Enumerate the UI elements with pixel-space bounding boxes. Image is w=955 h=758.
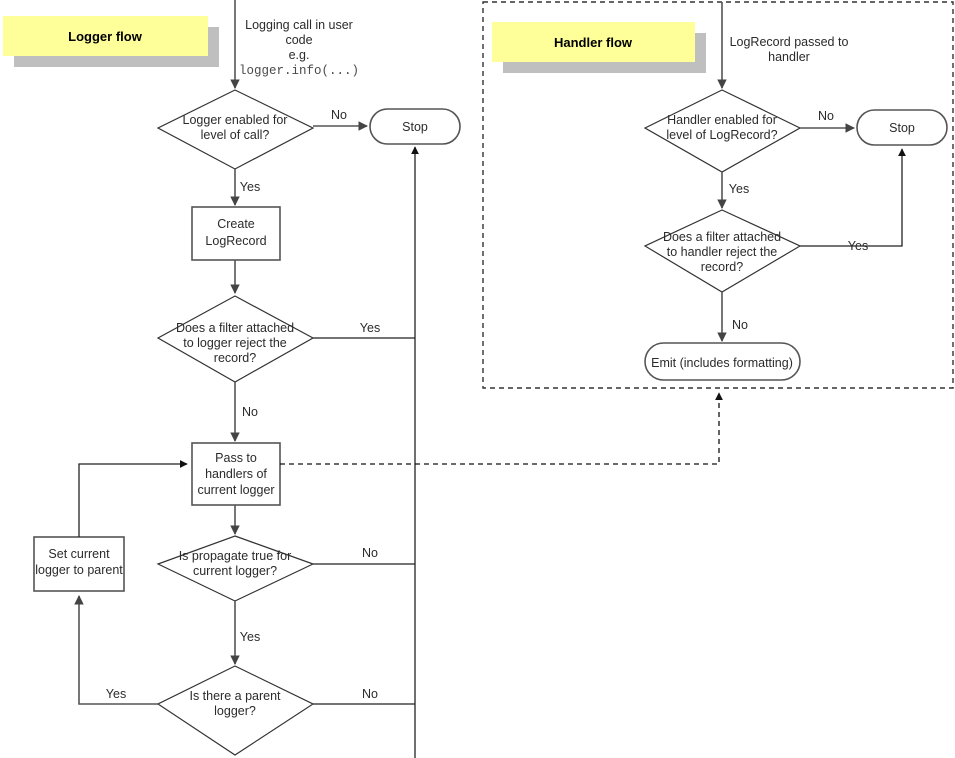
logger-enabled-line-2: level of call?: [201, 128, 270, 142]
logger-filter-line-2: to logger reject the: [183, 336, 287, 350]
node-handler-filter[interactable]: Does a filter attached to handler reject…: [643, 209, 802, 293]
node-is-propagate[interactable]: Is propagate true for current logger?: [156, 535, 315, 602]
node-handler-enabled[interactable]: Handler enabled for level of LogRecord?: [643, 89, 802, 173]
handler-enabled-line-1: Handler enabled for: [667, 113, 777, 127]
handler-filter-line-1: Does a filter attached: [663, 230, 781, 244]
node-logger-stop[interactable]: Stop: [369, 108, 461, 145]
logger-flow-banner: Logger flow: [3, 16, 219, 67]
handler-stop-label: Stop: [889, 121, 915, 135]
create-logrecord-line-1: Create: [217, 217, 255, 231]
node-logger-enabled[interactable]: Logger enabled for level of call?: [156, 89, 315, 170]
edge-label-logger-filter-yes: Yes: [360, 321, 380, 335]
handler-entry-line-1: LogRecord passed to: [730, 35, 849, 49]
handler-enabled-line-2: level of LogRecord?: [666, 128, 777, 142]
handler-filter-line-3: record?: [701, 260, 743, 274]
handler-entry-label: LogRecord passed to handler: [730, 35, 849, 64]
pass-to-handlers-line-3: current logger: [197, 483, 274, 497]
emit-label: Emit (includes formatting): [651, 356, 793, 370]
logger-entry-line-3: e.g.: [289, 48, 310, 62]
logger-entry-line-2: code: [285, 33, 312, 47]
node-emit[interactable]: Emit (includes formatting): [644, 342, 801, 381]
edge-label-is-propagate-yes: Yes: [240, 630, 260, 644]
is-propagate-line-1: Is propagate true for: [179, 549, 292, 563]
logger-filter-line-1: Does a filter attached: [176, 321, 294, 335]
node-logger-filter[interactable]: Does a filter attached to logger reject …: [156, 295, 315, 383]
node-set-current-logger-parent[interactable]: Set current logger to parent: [33, 536, 125, 592]
logger-entry-line-1: Logging call in user: [245, 18, 353, 32]
node-create-logrecord[interactable]: Create LogRecord: [191, 206, 281, 261]
edge-label-logger-enabled-yes: Yes: [240, 180, 260, 194]
node-pass-to-handlers[interactable]: Pass to handlers of current logger: [191, 442, 281, 506]
pass-to-handlers-line-1: Pass to: [215, 451, 257, 465]
logger-entry-code: logger.info(...): [239, 64, 359, 78]
edge-handler-filter-yes: [800, 148, 906, 247]
edge-label-has-parent-no: No: [362, 687, 378, 701]
edge-label-handler-filter-no: No: [732, 318, 748, 332]
logger-entry-label: Logging call in user code e.g. logger.in…: [239, 18, 359, 78]
logger-enabled-line-1: Logger enabled for: [183, 113, 288, 127]
has-parent-line-1: Is there a parent: [189, 689, 281, 703]
edge-set-parent-loop-back: [78, 460, 188, 537]
edge-label-logger-enabled-no: No: [331, 108, 347, 122]
logger-banner-label: Logger flow: [68, 29, 143, 44]
set-parent-line-1: Set current: [48, 547, 110, 561]
is-propagate-line-2: current logger?: [193, 564, 277, 578]
handler-banner-box: [492, 22, 695, 62]
edge-pass-to-handler-flow: [280, 392, 723, 465]
has-parent-line-2: logger?: [214, 704, 256, 718]
edge-label-is-propagate-no: No: [362, 546, 378, 560]
handler-filter-line-2: to handler reject the: [667, 245, 778, 259]
edge-label-handler-enabled-yes: Yes: [729, 182, 749, 196]
edge-has-parent-yes: [74, 595, 158, 705]
edge-label-handler-filter-yes: Yes: [848, 239, 868, 253]
handler-entry-line-2: handler: [768, 50, 810, 64]
pass-to-handlers-line-2: handlers of: [205, 467, 267, 481]
logger-stop-label: Stop: [402, 120, 428, 134]
logger-filter-line-3: record?: [214, 351, 256, 365]
edge-label-logger-filter-no: No: [242, 405, 258, 419]
set-parent-line-2: logger to parent: [35, 563, 123, 577]
edge-label-handler-enabled-no: No: [818, 109, 834, 123]
logger-banner-box: [3, 16, 208, 56]
node-handler-stop[interactable]: Stop: [856, 109, 948, 146]
edge-label-has-parent-yes: Yes: [106, 687, 126, 701]
handler-banner-label: Handler flow: [554, 35, 633, 50]
node-has-parent[interactable]: Is there a parent logger?: [156, 665, 315, 756]
create-logrecord-line-2: LogRecord: [205, 234, 266, 248]
handler-flow-container: [482, 1, 954, 389]
handler-flow-banner: Handler flow: [492, 22, 706, 73]
